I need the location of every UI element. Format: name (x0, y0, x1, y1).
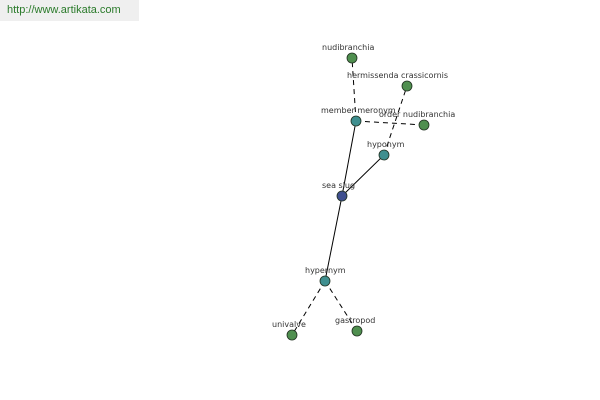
node-label-gastropod[interactable]: gastropod (335, 316, 375, 325)
edge-sea-slug-to-hyponym (341, 154, 385, 197)
edge-hyponym-to-hermissenda (383, 85, 408, 156)
edges-layer (291, 57, 425, 336)
node-gastropod[interactable] (351, 325, 363, 337)
node-hypernym[interactable] (319, 275, 331, 287)
node-univalve[interactable] (286, 329, 298, 341)
edge-hypernym-to-gastropod (324, 280, 358, 332)
node-label-hyponym[interactable]: hyponym (367, 140, 405, 149)
edge-hypernym-to-univalve (291, 280, 326, 336)
node-hermissenda[interactable] (401, 80, 413, 92)
labels-layer: nudibranchia hermissenda crassicornis memb… (272, 43, 455, 329)
node-label-hypernym[interactable]: hypernym (305, 266, 346, 275)
node-nudibranchia[interactable] (346, 52, 358, 64)
edge-member-meronym-to-nudibranchia (351, 57, 357, 122)
node-order-nudibranchia[interactable] (418, 119, 430, 131)
site-link[interactable]: http://www.artikata.com (7, 4, 121, 16)
url-bar: http://www.artikata.com (0, 0, 139, 21)
node-member-meronym[interactable] (350, 115, 362, 127)
node-label-univalve[interactable]: univalve (272, 320, 306, 329)
nodes-layer (286, 52, 430, 341)
edge-member-meronym-to-order-nudibranchia (355, 120, 425, 126)
edge-sea-slug-to-hypernym (324, 195, 343, 282)
node-label-order-nudibranchia[interactable]: order nudibranchia (379, 110, 455, 119)
node-sea-slug[interactable] (336, 190, 348, 202)
node-label-nudibranchia[interactable]: nudibranchia (322, 43, 374, 52)
node-label-hermissenda[interactable]: hermissenda crassicornis (347, 71, 448, 80)
node-label-sea-slug[interactable]: sea slug (322, 181, 355, 190)
edge-sea-slug-to-member-meronym (341, 120, 357, 197)
node-hyponym[interactable] (378, 149, 390, 161)
node-label-member-meronym[interactable]: member meronym (321, 106, 396, 115)
